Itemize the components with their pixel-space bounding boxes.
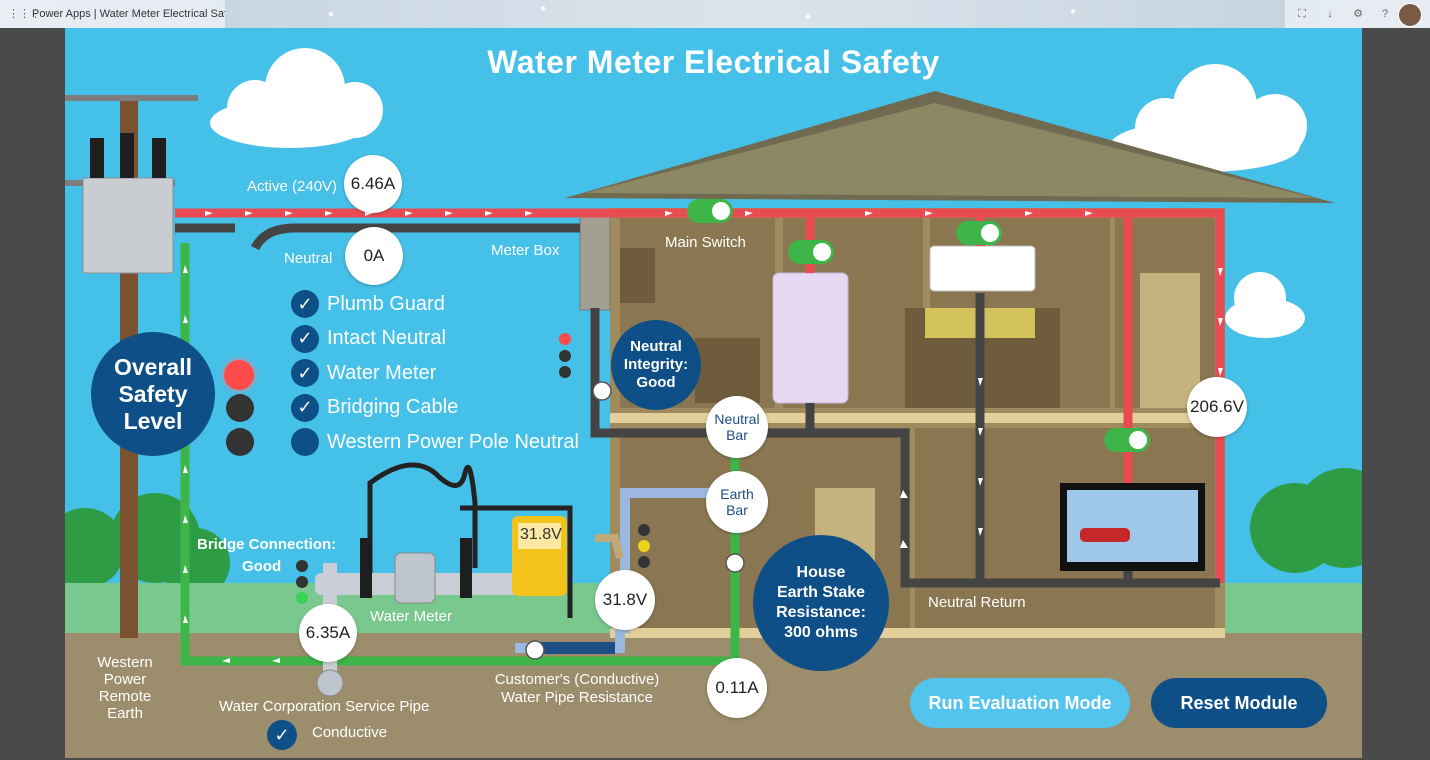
water-meter-label: Water Meter [370, 608, 452, 625]
pipe-green-light [638, 556, 650, 568]
checklist-item[interactable]: Western Power Pole Neutral [291, 425, 579, 460]
bridge-green-light [296, 592, 308, 604]
check-icon: ✓ [291, 393, 319, 422]
active-label: Active (240V) [247, 178, 338, 195]
safety-green-light [226, 428, 254, 456]
check-icon: ✓ [291, 324, 319, 353]
overall-safety-level: Overall Safety Level [91, 332, 215, 456]
earth-stake-resistance: House Earth Stake Resistance: 300 ohms [753, 535, 889, 671]
user-avatar[interactable] [1398, 3, 1422, 27]
run-evaluation-button[interactable]: Run Evaluation Mode [910, 678, 1130, 728]
fit-screen-icon[interactable]: ⛶ [1298, 8, 1306, 20]
checklist-label: Western Power Pole Neutral [327, 430, 579, 453]
pipe-yellow-light [638, 540, 650, 552]
checklist-label: Plumb Guard [327, 292, 445, 315]
app-canvas: Water Meter Electrical Safety Active (24… [65, 28, 1362, 758]
main-switch-toggle[interactable] [687, 199, 733, 223]
neutral-yellow-light [559, 350, 571, 362]
unchecked-circle-icon [291, 428, 319, 457]
checklist-item[interactable]: ✓ Water Meter [291, 356, 579, 391]
settings-icon[interactable]: ⚙ [1353, 8, 1363, 20]
window-title: Power Apps | Water Meter Electrical Safe… [32, 8, 242, 20]
checklist-item[interactable]: ✓ Bridging Cable [291, 391, 579, 426]
bridge-red-light [296, 560, 308, 572]
bridge-connection-label: Bridge Connection: [197, 536, 337, 553]
scene-illustration [65, 48, 1362, 758]
earth-bar: Earth Bar [706, 471, 768, 533]
checklist-label: Intact Neutral [327, 327, 446, 350]
service-current-reading: 6.35A [299, 604, 357, 662]
conductive-check-icon[interactable]: ✓ [267, 720, 297, 750]
check-icon: ✓ [291, 359, 319, 388]
checklist-item[interactable]: ✓ Intact Neutral [291, 322, 579, 357]
main-switch-label: Main Switch [665, 234, 746, 251]
house-voltage-reading: 206.6V [1187, 377, 1247, 437]
page-title: Water Meter Electrical Safety [487, 44, 940, 80]
cloud [210, 48, 1307, 338]
tv-switch-toggle[interactable] [1104, 428, 1150, 452]
pipe-voltage-reading: 31.8V [595, 570, 655, 630]
conductive-label: Conductive [312, 724, 388, 741]
app-launcher-icon[interactable]: ⋮⋮⋮ [8, 8, 41, 20]
check-icon: ✓ [291, 290, 319, 319]
neutral-current-reading: 0A [345, 227, 403, 285]
western-power-earth-label: Western Power Remote Earth [97, 654, 153, 722]
bridge-yellow-light [296, 576, 308, 588]
checklist-label: Bridging Cable [327, 396, 459, 419]
bridge-connection-status: Good [242, 558, 282, 575]
download-icon[interactable]: ↓ [1327, 8, 1333, 20]
neutral-red-light [559, 333, 571, 345]
pipe-red-light [638, 524, 650, 536]
reset-module-button[interactable]: Reset Module [1151, 678, 1327, 728]
customer-pipe-label: Customer's (Conductive) Water Pipe Resis… [494, 671, 660, 706]
meter-box-label: Meter Box [491, 242, 560, 259]
neutral-bar: Neutral Bar [706, 396, 768, 458]
snowflake-banner [225, 0, 1285, 28]
title-bar: ⋮⋮⋮ Power Apps | Water Meter Electrical … [0, 0, 1430, 28]
neutral-label: Neutral [284, 250, 333, 267]
safety-checklist: ✓ Plumb Guard ✓ Intact Neutral ✓ Water M… [291, 287, 579, 460]
neutral-green-light [559, 366, 571, 378]
checklist-item[interactable]: ✓ Plumb Guard [291, 287, 579, 322]
service-pipe-label: Water Corporation Service Pipe [219, 698, 430, 715]
safety-red-light [224, 360, 254, 390]
meter-voltage-reading: 31.8V [520, 526, 562, 543]
checklist-label: Water Meter [327, 361, 437, 384]
ac-switch-toggle[interactable] [956, 221, 1002, 245]
active-current-reading: 6.46A [344, 155, 402, 213]
fridge-switch-toggle[interactable] [788, 240, 834, 264]
help-icon[interactable]: ? [1381, 8, 1389, 20]
earth-current-reading: 0.11A [707, 658, 767, 718]
neutral-integrity-indicator: Neutral Integrity: Good [611, 320, 701, 410]
neutral-return-label: Neutral Return [928, 594, 1026, 611]
safety-yellow-light [226, 394, 254, 422]
